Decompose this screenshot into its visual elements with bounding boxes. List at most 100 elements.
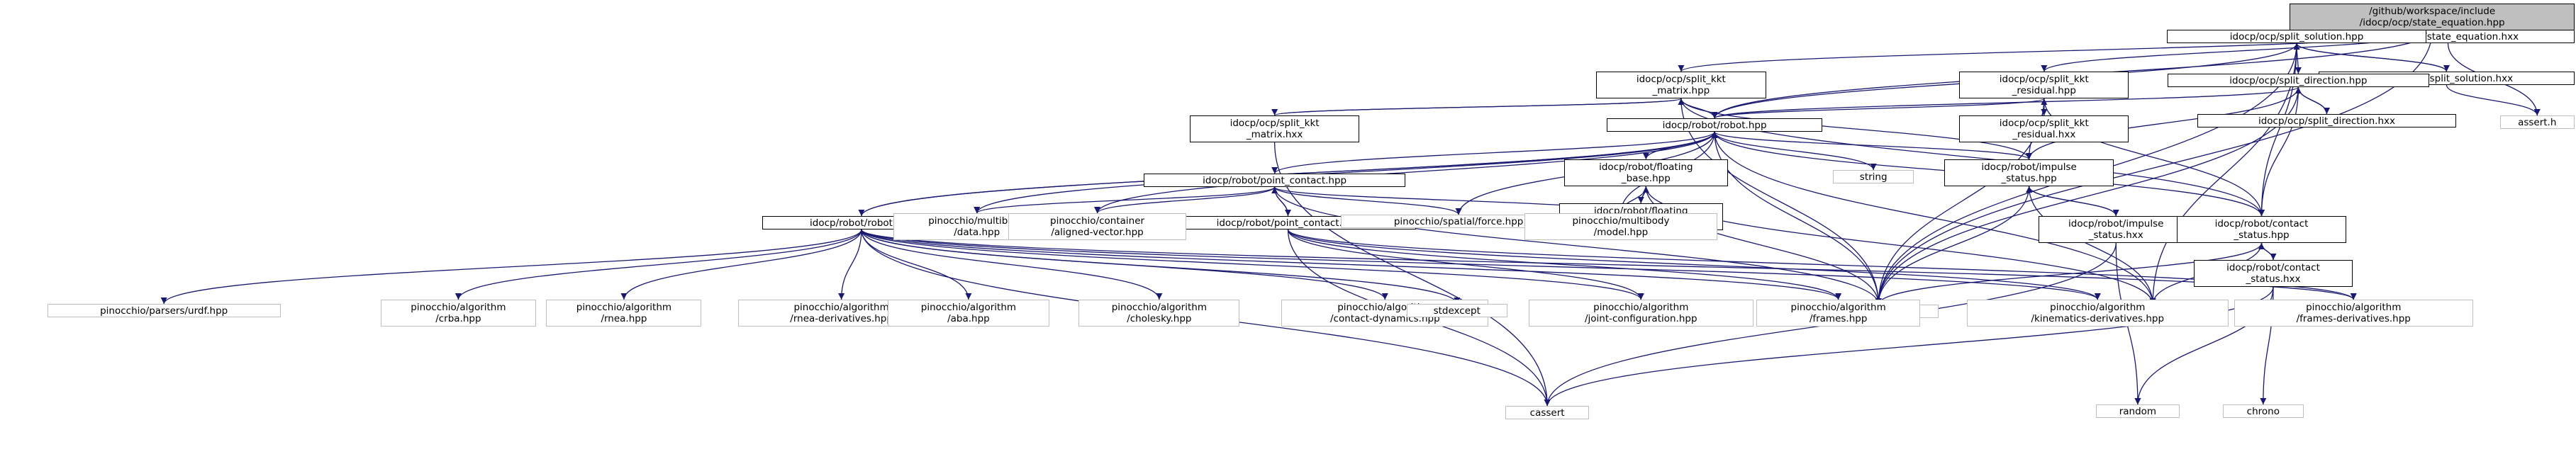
node-label-line: idocp/ocp/split_kkt [1230, 118, 1320, 129]
graph-node-mb-model: pinocchio/multibody/model.hpp [1524, 213, 1717, 240]
graph-node-frames: pinocchio/algorithm/frames.hpp [1756, 300, 1921, 327]
edge-split-kkt-matrix-hpp-to-impulse-status-hpp [1680, 98, 2032, 160]
node-label-line: _residual.hxx [2012, 129, 2076, 140]
node-label-line: idocp/ocp/split_kkt [1999, 118, 2089, 129]
node-label-line: idocp/ocp/split_direction.hxx [2258, 115, 2395, 127]
node-label-line: pinocchio/algorithm [2050, 302, 2146, 313]
graph-node-split-direction-hpp[interactable]: idocp/ocp/split_direction.hpp [2167, 74, 2429, 87]
node-label-line: /aligned-vector.hpp [1051, 227, 1144, 238]
edge-robot-hpp-to-eigen-core [1714, 131, 1882, 305]
graph-node-impulse-status-hpp[interactable]: idocp/robot/impulse_status.hpp [1944, 159, 2114, 186]
node-label-line: _base.hpp [1621, 173, 1671, 184]
edge-robot-hxx-to-joint-config [861, 229, 1644, 300]
node-label-line: chrono [2246, 405, 2280, 417]
node-label-line: cassert [1529, 407, 1565, 419]
edge-robot-hxx-to-frames [861, 229, 1841, 300]
graph-node-cassert: cassert [1505, 406, 1589, 419]
edge-split-direction-hpp-to-contact-status-hpp [2258, 86, 2299, 217]
edge-robot-hxx-to-stdexcept [861, 229, 1461, 305]
node-label-line: random [2119, 405, 2157, 417]
edge-split-solution-hxx-to-split-solution-hpp [2293, 42, 2448, 72]
edge-split-kkt-matrix-hpp-to-eigen-core [1680, 98, 1882, 305]
graph-node-urdf: pinocchio/parsers/urdf.hpp [47, 304, 281, 317]
node-label-line: idocp/robot/contact [2226, 262, 2320, 273]
node-label-line: string [1859, 171, 1888, 183]
node-label-line: pinocchio/container [1050, 215, 1145, 227]
graph-node-split-solution-hpp[interactable]: idocp/ocp/split_solution.hpp [2167, 30, 2426, 43]
graph-node-crba: pinocchio/algorithm/crba.hpp [380, 300, 536, 327]
graph-node-impulse-status-hxx[interactable]: idocp/robot/impulse_status.hxx [2038, 216, 2194, 243]
edge-point-contact-hxx-to-frames [1287, 229, 1841, 300]
edge-robot-hxx-to-rnea-deriv [838, 229, 862, 300]
edge-split-kkt-matrix-hxx-to-split-kkt-matrix-hpp [1273, 98, 1684, 116]
edge-split-kkt-matrix-hpp-to-robot-hpp [1680, 98, 1718, 119]
edge-impulse-status-hpp-to-eigen-core [1875, 186, 2030, 305]
node-label-line: /cholesky.hpp [1127, 313, 1192, 324]
node-label-line: idocp/ocp/split_kkt [1636, 74, 1726, 85]
graph-node-robot-hpp[interactable]: idocp/robot/robot.hpp [1606, 118, 1823, 132]
edge-point-contact-hxx-to-point-contact-hpp [1271, 186, 1289, 217]
graph-node-contact-status-hxx[interactable]: idocp/robot/contact_status.hxx [2194, 260, 2353, 287]
node-label-line: /rnea-derivatives.hpp [790, 313, 893, 324]
edge-split-kkt-residual-hpp-to-robot-hpp [1711, 98, 2045, 119]
edge-contact-status-hxx-to-cassert [1544, 286, 2274, 407]
edge-robot-hxx-to-cholesky [861, 229, 1163, 300]
node-label-line: _matrix.hxx [1246, 129, 1303, 140]
node-label-line: pinocchio/algorithm [793, 302, 889, 313]
graph-node-frames-deriv: pinocchio/algorithm/frames-derivatives.h… [2234, 300, 2473, 327]
node-label-line: idocp/ocp/split_direction.hpp [2229, 74, 2368, 86]
node-label-line: stdexcept [1433, 305, 1481, 317]
edge-robot-hpp-to-mb-data [974, 131, 1715, 214]
edge-contact-status-hpp-to-eigen-core [1875, 242, 2263, 305]
graph-node-root[interactable]: /github/workspace/include/idocp/ocp/stat… [2290, 4, 2575, 30]
edge-split-direction-hpp-to-eigen-core [1875, 86, 2299, 305]
edge-split-solution-hpp-to-vector [2149, 42, 2297, 305]
node-label-line: idocp/robot/contact [2214, 218, 2309, 230]
edge-robot-hpp-to-string [1714, 131, 1877, 171]
graph-node-split-kkt-matrix-hpp[interactable]: idocp/ocp/split_kkt_matrix.hpp [1596, 72, 1766, 98]
node-label-line: pinocchio/multibody [1572, 215, 1670, 227]
graph-node-split-kkt-matrix-hxx[interactable]: idocp/ocp/split_kkt_matrix.hxx [1189, 115, 1360, 142]
node-label-line: pinocchio/multibody [928, 215, 1026, 227]
node-label-line: pinocchio/algorithm [1111, 302, 1207, 313]
graph-node-aligned-vector: pinocchio/container/aligned-vector.hpp [1008, 213, 1187, 240]
edge-robot-hxx-to-rnea [620, 229, 862, 300]
graph-node-joint-config: pinocchio/algorithm/joint-configuration.… [1529, 300, 1753, 327]
node-label-line: _matrix.hpp [1652, 85, 1710, 96]
graph-node-split-direction-hxx[interactable]: idocp/ocp/split_direction.hxx [2197, 114, 2457, 128]
edge-robot-hxx-to-crba [455, 229, 862, 300]
node-label-line: /data.hpp [954, 227, 1000, 238]
graph-node-point-contact-hpp[interactable]: idocp/robot/point_contact.hpp [1144, 174, 1406, 187]
node-label-line: idocp/robot/point_contact.hpp [1203, 174, 1347, 186]
edge-point-contact-hxx-to-kin-deriv [1287, 229, 2101, 300]
graph-node-cholesky: pinocchio/algorithm/cholesky.hpp [1078, 300, 1240, 327]
edge-robot-hxx-to-kin-deriv [861, 229, 2101, 300]
graph-node-floating-base-hpp[interactable]: idocp/robot/floating_base.hpp [1563, 159, 1728, 186]
node-label-line: /crba.hpp [435, 313, 481, 324]
node-label-line: pinocchio/algorithm [1790, 302, 1886, 313]
node-label-line: pinocchio/algorithm [920, 302, 1017, 313]
node-label-line: /frames-derivatives.hpp [2296, 313, 2411, 324]
graph-node-split-kkt-residual-hxx[interactable]: idocp/ocp/split_kkt_residual.hxx [1959, 115, 2129, 142]
node-label-line: idocp/robot/impulse [2068, 218, 2164, 230]
node-label-line: pinocchio/spatial/force.hpp [1393, 215, 1524, 227]
node-label-line: /rnea.hpp [601, 313, 647, 324]
node-label-line: _status.hxx [2246, 273, 2301, 285]
edge-point-contact-hpp-to-eigen-core [1273, 186, 1882, 305]
node-label-line: _residual.hpp [2012, 85, 2076, 96]
edge-point-contact-hpp-to-aligned-vector [1094, 186, 1276, 214]
graph-node-stdexcept: stdexcept [1406, 304, 1507, 317]
edge-point-contact-hpp-to-force [1273, 186, 1462, 215]
edge-split-solution-hpp-to-contact-status-hpp [2258, 42, 2297, 217]
graph-node-split-kkt-residual-hpp[interactable]: idocp/ocp/split_kkt_residual.hpp [1959, 72, 2129, 98]
node-label-line: /github/workspace/include [2369, 6, 2496, 17]
graph-node-kin-deriv: pinocchio/algorithm/kinematics-derivativ… [1966, 300, 2229, 327]
node-label-line: _status.hpp [2234, 230, 2290, 241]
graph-node-contact-status-hpp[interactable]: idocp/robot/contact_status.hpp [2176, 216, 2347, 243]
edge-robot-hpp-to-aligned-vector [1094, 131, 1715, 214]
graph-node-rnea: pinocchio/algorithm/rnea.hpp [546, 300, 702, 327]
graph-node-assert-h: assert.h [2499, 115, 2575, 129]
node-label-line: _status.hxx [2088, 230, 2143, 241]
graph-node-aba: pinocchio/algorithm/aba.hpp [888, 300, 1049, 327]
edge-contact-status-hxx-to-contact-status-hpp [2258, 242, 2274, 261]
